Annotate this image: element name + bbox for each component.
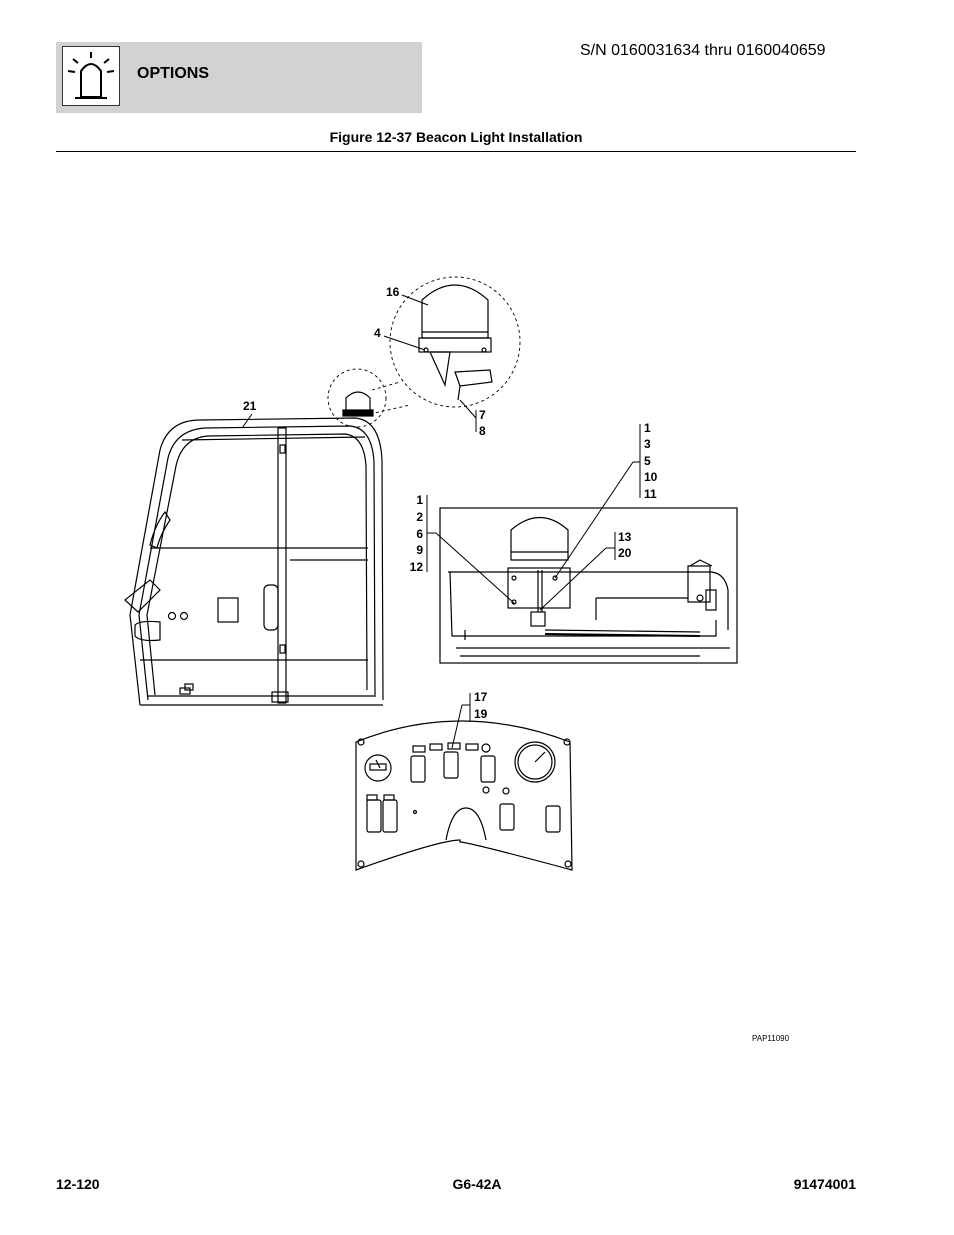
- callout-13: 13: [618, 530, 632, 544]
- callout-labels: 16 4 21 7 8 1 3 5 10 11 1 2 6 9 12 13 20…: [243, 285, 790, 1043]
- leader-lines: [241, 294, 641, 749]
- callout-1a: 1: [644, 421, 651, 435]
- header-rule: [56, 151, 856, 152]
- callout-9: 9: [416, 543, 423, 557]
- callout-3: 3: [644, 437, 651, 451]
- callout-2: 2: [416, 510, 423, 524]
- callout-21: 21: [243, 399, 257, 413]
- callout-19: 19: [474, 707, 488, 721]
- callout-10: 10: [644, 470, 658, 484]
- cab-illustration: [124, 417, 384, 706]
- beacon-light-icon: [62, 46, 120, 106]
- callout-11: 11: [644, 487, 657, 501]
- beacon-detail-callout: [369, 276, 521, 415]
- callout-16: 16: [386, 285, 400, 299]
- page-number: 12-120: [56, 1176, 100, 1192]
- figure-title: Figure 12-37 Beacon Light Installation: [329, 129, 583, 145]
- model-number: G6-42A: [452, 1176, 502, 1192]
- callout-5: 5: [644, 454, 651, 468]
- callout-6: 6: [416, 527, 423, 541]
- callout-17: 17: [474, 690, 488, 704]
- serial-range: S/N 0160031634 thru 0160040659: [580, 42, 826, 59]
- callout-8: 8: [479, 424, 486, 438]
- section-title: OPTIONS: [137, 65, 210, 82]
- beacon-on-roof: [327, 368, 387, 428]
- callout-4: 4: [374, 326, 381, 340]
- callout-12: 12: [410, 560, 424, 574]
- figure-reference-code: PAP11090: [752, 1034, 790, 1043]
- callout-7: 7: [479, 408, 486, 422]
- callout-20: 20: [618, 546, 632, 560]
- callout-1b: 1: [416, 493, 423, 507]
- document-number: 91474001: [793, 1176, 856, 1192]
- roof-closeup: [439, 507, 738, 664]
- dash-panel: [355, 720, 573, 871]
